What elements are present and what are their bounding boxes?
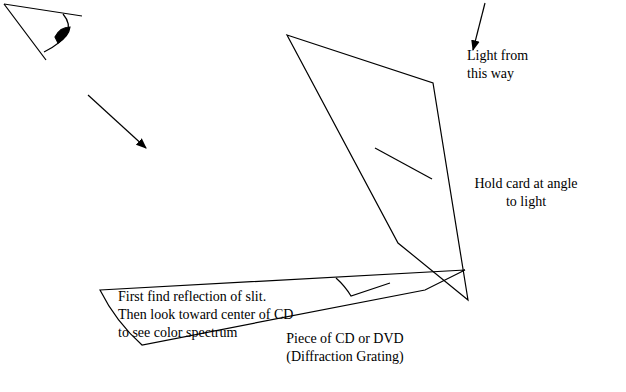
light-note: Light from this way: [467, 47, 539, 83]
grating-label: Piece of CD or DVD (Diffraction Grating): [262, 330, 428, 366]
card: [287, 35, 468, 300]
instruction-note: First find reflection of slit. Then look…: [118, 288, 298, 342]
eye-symbol: [4, 4, 82, 60]
cd-piece: [100, 270, 465, 345]
view-arrow: [88, 95, 146, 148]
slit: [375, 148, 432, 179]
light-arrow: [473, 3, 485, 50]
cd-track-edge: [336, 278, 390, 296]
card-note: Hold card at angle to light: [470, 175, 582, 211]
